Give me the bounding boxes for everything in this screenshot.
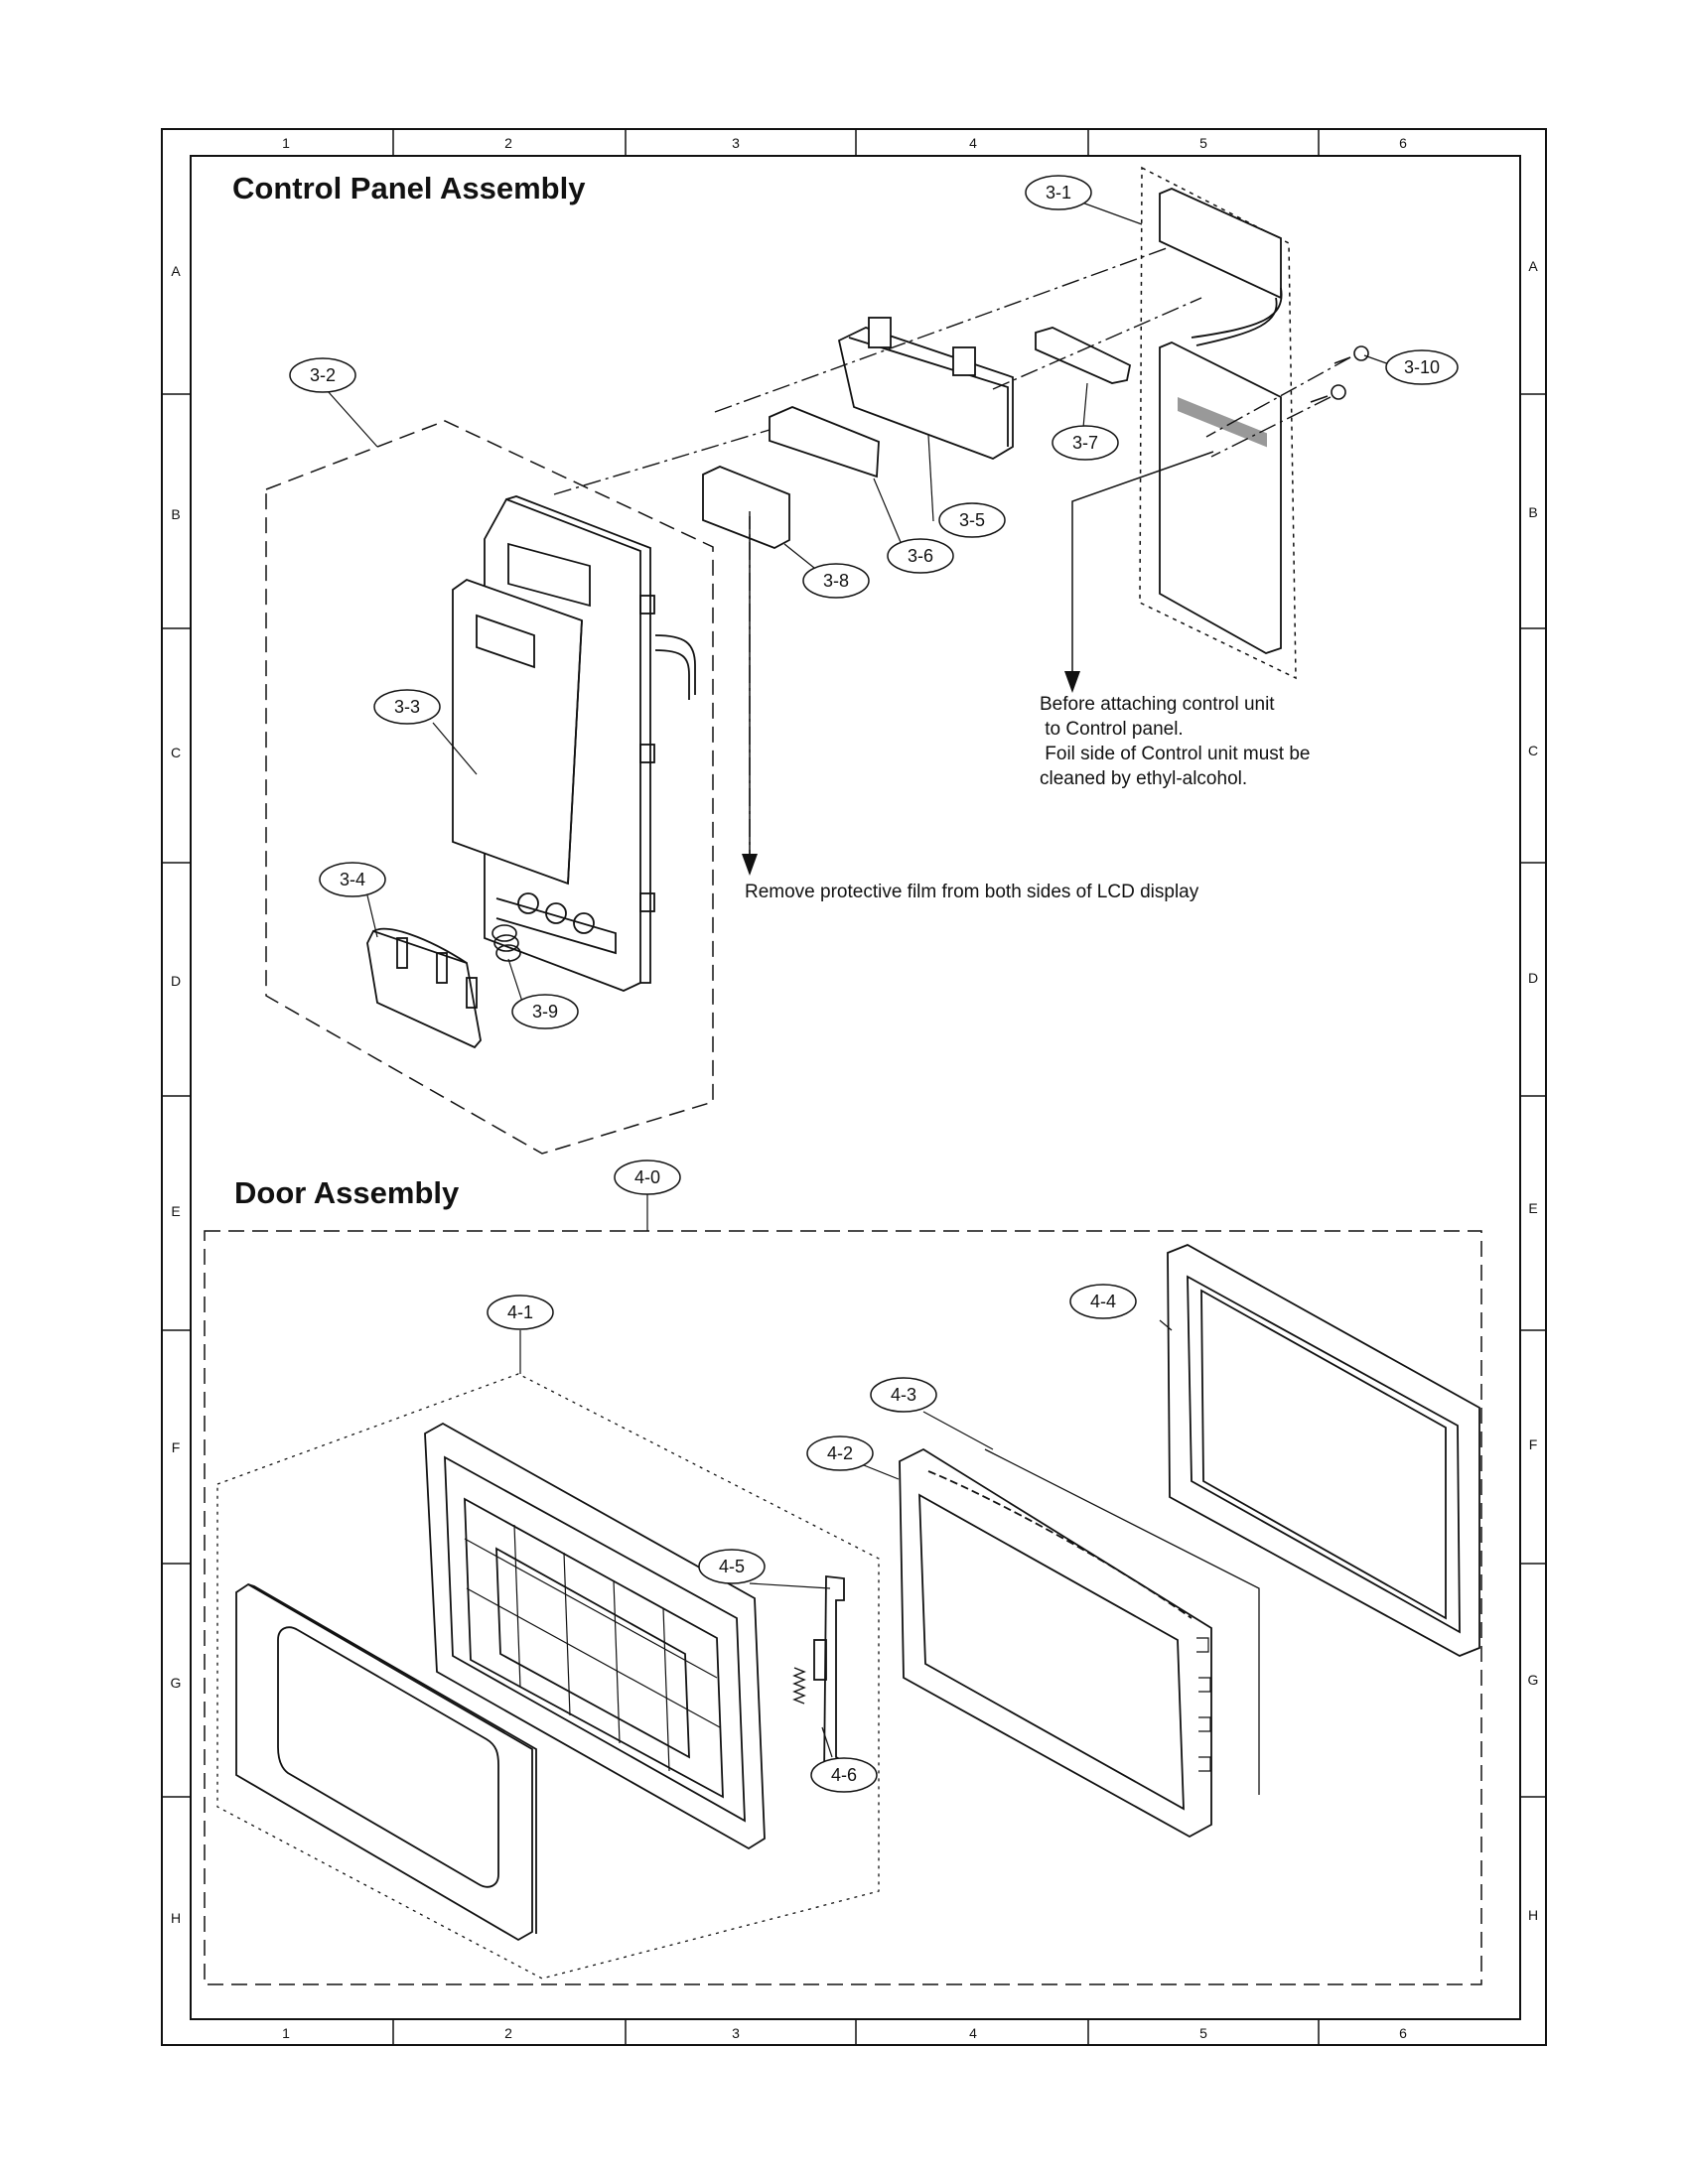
note-control-unit-line-1: Before attaching control unit xyxy=(1040,694,1275,715)
label-3-6: 3-6 xyxy=(908,546,933,566)
grid-column-labels: 1 2 3 4 5 6 1 2 3 4 5 6 xyxy=(282,135,1407,2041)
label-3-3: 3-3 xyxy=(394,697,420,717)
arrow-lcd-note xyxy=(742,516,758,876)
col-label-bottom-3: 3 xyxy=(732,2025,740,2041)
bubble-4-6: 4-6 xyxy=(810,1757,878,1793)
col-label-top-2: 2 xyxy=(504,135,512,151)
row-label-right-B: B xyxy=(1528,504,1537,520)
label-4-6: 4-6 xyxy=(831,1765,857,1785)
bubble-3-10: 3-10 xyxy=(1385,349,1459,385)
lcd-glass-3-6 xyxy=(769,406,880,478)
label-3-1: 3-1 xyxy=(1046,183,1071,203)
grid-row-labels: A B C D E F G H A B C D E F G H xyxy=(171,258,1539,1926)
connector-strip-3-7 xyxy=(1035,327,1132,384)
door-frame-4-1 xyxy=(424,1422,766,1850)
bubble-3-1: 3-1 xyxy=(1025,175,1092,210)
label-4-2: 4-2 xyxy=(827,1443,853,1463)
col-label-top-3: 3 xyxy=(732,135,740,151)
label-3-4: 3-4 xyxy=(340,870,365,889)
bubble-3-9: 3-9 xyxy=(511,994,579,1029)
bubble-3-2: 3-2 xyxy=(289,357,356,393)
row-label-left-F: F xyxy=(172,1439,181,1455)
bubble-3-7: 3-7 xyxy=(1052,425,1119,461)
bubble-4-2: 4-2 xyxy=(806,1435,874,1471)
group-outline-3-2 xyxy=(265,420,714,1155)
label-4-4: 4-4 xyxy=(1090,1292,1116,1311)
grid-ticks xyxy=(162,129,1546,2045)
label-4-3: 4-3 xyxy=(891,1385,916,1405)
row-label-right-G: G xyxy=(1528,1672,1539,1688)
rubber-connector-3-8 xyxy=(702,466,790,549)
label-3-7: 3-7 xyxy=(1072,433,1098,453)
section-title-door: Door Assembly xyxy=(234,1175,460,1210)
bubble-4-4: 4-4 xyxy=(1069,1284,1137,1319)
bubble-3-8: 3-8 xyxy=(802,563,870,599)
choke-frame-4-2 xyxy=(899,1447,1212,1839)
row-label-left-H: H xyxy=(171,1910,181,1926)
note-control-unit-line-3: Foil side of Control unit must be xyxy=(1040,744,1311,764)
bubble-4-5: 4-5 xyxy=(698,1549,766,1584)
note-control-unit-line-4: cleaned by ethyl-alcohol. xyxy=(1040,768,1248,789)
note-lcd-film: Remove protective film from both sides o… xyxy=(745,882,1199,902)
membrane-sheet-3-3 xyxy=(452,578,583,886)
inner-door-4-4 xyxy=(1167,1244,1480,1657)
col-label-top-6: 6 xyxy=(1399,135,1407,151)
label-3-2: 3-2 xyxy=(310,365,336,385)
note-control-unit: Before attaching control unit to Control… xyxy=(1040,692,1310,791)
row-label-left-D: D xyxy=(171,973,181,989)
screws-3-10 xyxy=(1310,345,1369,403)
latch-spring-4-6 xyxy=(792,1667,806,1705)
control-pcb-3-1 xyxy=(1159,188,1283,654)
row-label-left-B: B xyxy=(171,506,180,522)
col-label-bottom-1: 1 xyxy=(282,2025,290,2041)
bubble-4-1: 4-1 xyxy=(487,1295,554,1330)
mesh-sheet-4-3 xyxy=(984,1448,1260,1795)
group-outline-4-1 xyxy=(216,1373,880,1979)
col-label-top-5: 5 xyxy=(1199,135,1207,151)
door-button-3-4 xyxy=(366,927,482,1049)
row-label-left-E: E xyxy=(171,1203,180,1219)
col-label-bottom-6: 6 xyxy=(1399,2025,1407,2041)
label-4-0: 4-0 xyxy=(634,1167,660,1187)
bubble-3-4: 3-4 xyxy=(319,862,386,897)
lcd-holder-3-5 xyxy=(837,317,1014,460)
label-3-10: 3-10 xyxy=(1404,357,1440,377)
door-screen-panel xyxy=(235,1582,537,1942)
bubble-4-0: 4-0 xyxy=(614,1160,681,1195)
row-label-right-D: D xyxy=(1528,970,1538,986)
col-label-bottom-4: 4 xyxy=(969,2025,977,2041)
row-label-left-C: C xyxy=(171,745,181,760)
label-4-1: 4-1 xyxy=(507,1302,533,1322)
note-control-unit-line-2: to Control panel. xyxy=(1040,719,1184,740)
group-outline-3-1 xyxy=(1139,166,1297,680)
col-label-bottom-2: 2 xyxy=(504,2025,512,2041)
row-label-right-F: F xyxy=(1529,1436,1538,1452)
col-label-bottom-5: 5 xyxy=(1199,2025,1207,2041)
bubble-4-3: 4-3 xyxy=(870,1377,937,1413)
col-label-top-1: 1 xyxy=(282,135,290,151)
row-label-right-H: H xyxy=(1528,1907,1538,1923)
label-3-8: 3-8 xyxy=(823,571,849,591)
spring-3-9 xyxy=(491,924,521,962)
leader-lines-door xyxy=(749,1319,1173,1758)
bubble-3-6: 3-6 xyxy=(887,538,954,574)
row-label-right-C: C xyxy=(1528,743,1538,758)
group-outline-4-0 xyxy=(204,1230,1482,1985)
row-label-left-G: G xyxy=(171,1675,182,1691)
label-3-9: 3-9 xyxy=(532,1002,558,1022)
arrow-control-unit-note xyxy=(1064,451,1214,693)
label-3-5: 3-5 xyxy=(959,510,985,530)
label-4-5: 4-5 xyxy=(719,1557,745,1576)
col-label-top-4: 4 xyxy=(969,135,977,151)
row-label-left-A: A xyxy=(171,263,181,279)
row-label-right-E: E xyxy=(1528,1200,1537,1216)
section-title-control-panel: Control Panel Assembly xyxy=(232,171,586,205)
row-label-right-A: A xyxy=(1528,258,1538,274)
bubble-3-5: 3-5 xyxy=(938,502,1006,538)
outer-border xyxy=(161,128,1547,2046)
bubble-3-3: 3-3 xyxy=(373,689,441,725)
part-bubbles: 3-1 3-2 3-3 3-4 3-5 3-6 3-7 3-8 3-9 3-10… xyxy=(289,175,1459,1793)
door-latch-4-5 xyxy=(813,1574,857,1789)
